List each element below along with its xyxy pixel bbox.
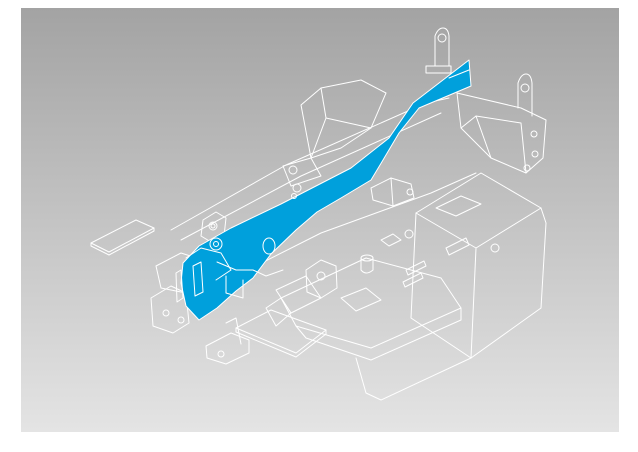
rear-housing-base — [282, 157, 322, 187]
mount-cylinder — [360, 257, 374, 274]
bolt-hole — [292, 183, 302, 193]
lower-tray-edge — [295, 307, 462, 361]
oval-cutout — [262, 237, 276, 255]
cross-bar-bracket — [225, 275, 244, 299]
highlight-inner-edge — [185, 247, 232, 281]
rear-housing-crease — [325, 117, 372, 129]
right-tank-corner — [470, 247, 477, 359]
bolt-hole — [404, 229, 414, 239]
highlight-details — [175, 69, 470, 303]
bolt-hole — [406, 188, 414, 196]
bolt-hole — [531, 150, 539, 158]
bolt-hole — [162, 309, 170, 317]
small-hole — [291, 193, 297, 199]
side-tab — [175, 269, 184, 303]
bolt-hole — [523, 164, 531, 172]
bolt-hole — [209, 237, 223, 251]
lifting-eye-left — [434, 27, 450, 67]
mount-pad — [380, 233, 402, 247]
rail-clamp-divider — [390, 177, 394, 207]
tank-slot — [445, 237, 470, 256]
highlight-top-edge — [448, 69, 470, 79]
rear-housing — [300, 79, 387, 159]
gradient-background — [21, 8, 619, 432]
right-bracket — [456, 92, 547, 174]
tank-top-plate — [435, 195, 482, 217]
lifting-eye-hole — [520, 83, 530, 93]
tray-lip — [355, 357, 472, 401]
tank-slot — [405, 260, 427, 276]
bolt-hole — [530, 130, 538, 138]
left-lower-bracket — [150, 285, 190, 334]
left-foot-plate-edge — [90, 227, 155, 256]
lifting-eye-hole — [437, 33, 447, 43]
bottom-foot-post — [225, 317, 242, 345]
lifting-eye-right — [517, 73, 533, 117]
mount-cylinder-top — [360, 254, 374, 262]
tank-slot — [402, 272, 424, 288]
center-pivot-foot — [265, 297, 292, 327]
bottom-foot — [205, 332, 250, 365]
right-tank — [410, 172, 547, 359]
lifting-eye-left-base — [425, 65, 452, 74]
pivot-pin-center — [210, 223, 216, 229]
diagram-frame — [21, 8, 619, 432]
pivot-pin — [316, 271, 326, 281]
bolt-hole — [490, 243, 500, 253]
center-pivot-ear — [305, 259, 338, 299]
pivot-pin — [208, 221, 218, 231]
bolt-hole — [288, 165, 298, 175]
bolt-hole — [177, 316, 185, 324]
cross-bar — [216, 261, 284, 277]
right-bracket-face — [475, 115, 527, 174]
tray-pad — [340, 287, 382, 312]
front-step-plate-edge — [235, 327, 327, 358]
line-art — [90, 27, 547, 401]
side-tab — [192, 261, 204, 297]
bolt-hole-center — [213, 241, 219, 247]
chassis-illustration — [21, 8, 619, 432]
bolt-hole — [217, 350, 225, 358]
